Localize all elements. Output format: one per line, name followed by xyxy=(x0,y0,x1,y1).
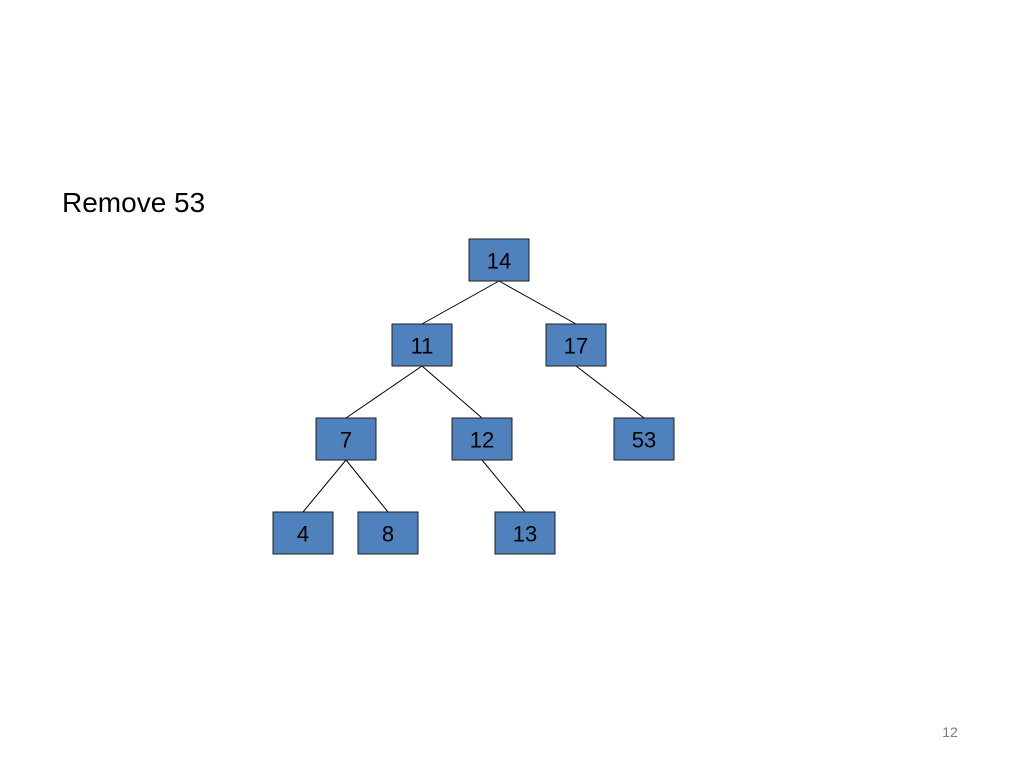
tree-edge-14-11 xyxy=(421,280,500,325)
tree-node-label: 11 xyxy=(411,334,434,359)
tree-node-14: 14 xyxy=(468,238,530,282)
tree-node-53: 53 xyxy=(613,417,675,461)
tree-node-4: 4 xyxy=(272,511,334,555)
tree-node-box xyxy=(468,238,530,282)
tree-edge-11-12 xyxy=(421,365,483,419)
tree-edge-7-8 xyxy=(345,459,389,513)
tree-nodes: 14 11 17 7 12 53 4 8 13 xyxy=(272,238,675,555)
tree-node-box xyxy=(315,417,377,461)
tree-node-8: 8 xyxy=(357,511,419,555)
tree-node-12: 12 xyxy=(451,417,513,461)
tree-node-box xyxy=(545,323,607,367)
tree-node-label: 8 xyxy=(382,522,394,547)
tree-node-13: 13 xyxy=(494,511,556,555)
slide-title: Remove 53 xyxy=(62,187,206,218)
tree-node-17: 17 xyxy=(545,323,607,367)
tree-node-label: 13 xyxy=(513,522,537,547)
tree-edge-17-53 xyxy=(575,365,645,419)
tree-node-7: 7 xyxy=(315,417,377,461)
tree-node-label: 12 xyxy=(470,428,494,453)
tree-edge-11-7 xyxy=(345,365,423,419)
tree-node-label: 4 xyxy=(297,522,309,547)
tree-edges xyxy=(302,280,645,513)
tree-node-box xyxy=(357,511,419,555)
tree-node-label: 14 xyxy=(487,249,511,274)
tree-edge-14-17 xyxy=(498,280,577,325)
tree-edge-7-4 xyxy=(302,459,347,513)
tree-node-box xyxy=(494,511,556,555)
tree-node-box xyxy=(451,417,513,461)
tree-node-label: 17 xyxy=(564,334,588,359)
slide-number: 12 xyxy=(942,724,958,740)
tree-node-box xyxy=(391,323,453,367)
tree-node-label: 53 xyxy=(632,428,656,453)
tree-node-label: 7 xyxy=(340,428,352,453)
tree-edge-12-13 xyxy=(481,459,526,513)
tree-node-11: 11 xyxy=(391,323,453,367)
tree-node-box xyxy=(272,511,334,555)
tree-node-box xyxy=(613,417,675,461)
